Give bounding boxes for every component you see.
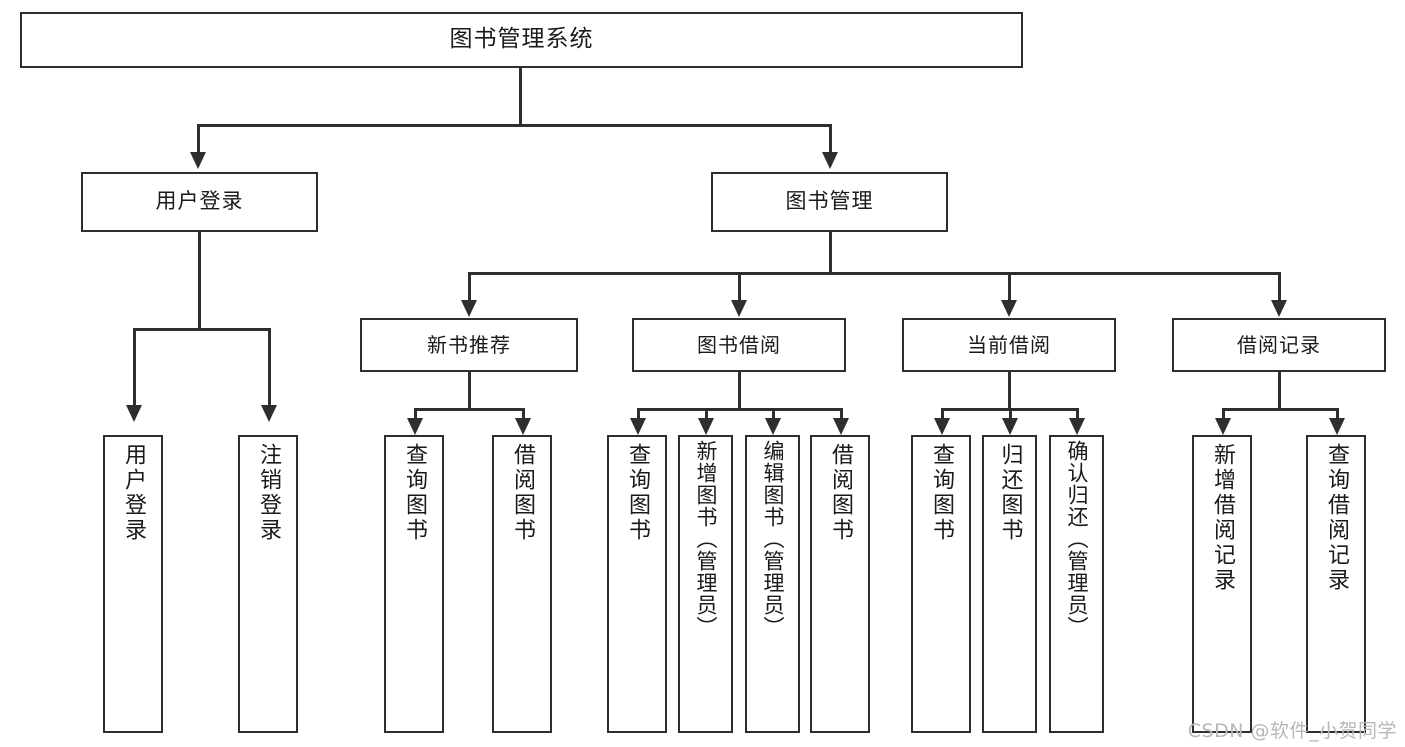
node-label: 用户登录 bbox=[121, 443, 146, 543]
arrowhead-root-to-book-management bbox=[822, 152, 838, 169]
node-label: 当前借阅 bbox=[967, 333, 1051, 357]
leaf-new-book-borrow[interactable]: 借阅图书 bbox=[492, 435, 552, 733]
connector-root-to-book-management bbox=[829, 124, 832, 155]
arrowhead-cb-to-leaf-1 bbox=[934, 418, 950, 435]
connector-user-login-to-leaf-1 bbox=[133, 328, 136, 408]
arrowhead-bb-to-leaf-2 bbox=[698, 418, 714, 435]
leaf-user-login-logout[interactable]: 注销登录 bbox=[238, 435, 298, 733]
node-label: 图书管理系统 bbox=[449, 26, 594, 53]
node-label: 用户登录 bbox=[155, 189, 244, 214]
connector-user-login-to-leaf-2 bbox=[268, 328, 271, 408]
connector-root-bus bbox=[197, 124, 832, 127]
connector-user-login-stem bbox=[198, 232, 201, 330]
node-label: 借阅记录 bbox=[1237, 333, 1321, 357]
connector-root-stem bbox=[519, 68, 522, 126]
leaf-current-borrow-query[interactable]: 查询图书 bbox=[911, 435, 971, 733]
connector-nbr-stem bbox=[468, 372, 471, 410]
node-label: 新书推荐 bbox=[427, 333, 511, 357]
connector-bb-to-leaf-1 bbox=[637, 408, 640, 422]
node-label: 新增图书（管理员） bbox=[694, 440, 718, 638]
watermark-text: CSDN @软件_小贺同学 bbox=[1187, 720, 1397, 742]
leaf-user-login-login[interactable]: 用户登录 bbox=[103, 435, 163, 733]
arrowhead-nbr-to-leaf-1 bbox=[407, 418, 423, 435]
arrowhead-cb-to-leaf-3 bbox=[1069, 418, 1085, 435]
connector-bb-to-leaf-3 bbox=[772, 408, 775, 422]
connector-nbr-bus bbox=[414, 408, 524, 411]
leaf-book-borrow-borrow[interactable]: 借阅图书 bbox=[810, 435, 870, 733]
leaf-book-borrow-add[interactable]: 新增图书（管理员） bbox=[678, 435, 733, 733]
connector-bm-to-borrow-record bbox=[1278, 272, 1281, 305]
arrowhead-bm-to-new-book bbox=[461, 300, 477, 317]
leaf-book-borrow-query[interactable]: 查询图书 bbox=[607, 435, 667, 733]
arrowhead-br-to-leaf-2 bbox=[1329, 418, 1345, 435]
connector-nbr-to-leaf-2 bbox=[522, 408, 525, 422]
connector-cb-to-leaf-1 bbox=[941, 408, 944, 422]
arrowhead-cb-to-leaf-2 bbox=[1002, 418, 1018, 435]
arrowhead-root-to-user-login bbox=[190, 152, 206, 169]
arrowhead-bm-to-current-borrow bbox=[1001, 300, 1017, 317]
node-label: 归还图书 bbox=[997, 443, 1023, 543]
connector-br-bus bbox=[1222, 408, 1338, 411]
connector-br-stem bbox=[1278, 372, 1281, 410]
connector-bm-to-book-borrow bbox=[738, 272, 741, 305]
node-user-login[interactable]: 用户登录 bbox=[81, 172, 318, 232]
connector-book-management-bus bbox=[468, 272, 1279, 275]
node-label: 编辑图书（管理员） bbox=[761, 440, 785, 638]
leaf-borrow-record-query[interactable]: 查询借阅记录 bbox=[1306, 435, 1366, 733]
leaf-borrow-record-add[interactable]: 新增借阅记录 bbox=[1192, 435, 1252, 733]
connector-bm-to-new-book bbox=[468, 272, 471, 305]
node-book-borrow[interactable]: 图书借阅 bbox=[632, 318, 846, 372]
connector-br-to-leaf-1 bbox=[1222, 408, 1225, 422]
connector-root-to-user-login bbox=[197, 124, 200, 155]
node-label: 查询借阅记录 bbox=[1324, 443, 1349, 593]
connector-bm-to-current-borrow bbox=[1008, 272, 1011, 305]
arrowhead-bm-to-borrow-record bbox=[1271, 300, 1287, 317]
connector-cb-stem bbox=[1008, 372, 1011, 410]
arrowhead-bb-to-leaf-3 bbox=[765, 418, 781, 435]
connector-bb-to-leaf-4 bbox=[840, 408, 843, 422]
node-label: 确认归还（管理员） bbox=[1065, 440, 1089, 638]
arrowhead-user-login-to-leaf-2 bbox=[261, 405, 277, 422]
leaf-current-borrow-confirm[interactable]: 确认归还（管理员） bbox=[1049, 435, 1104, 733]
arrowhead-nbr-to-leaf-2 bbox=[515, 418, 531, 435]
node-label: 查询图书 bbox=[402, 443, 427, 543]
node-new-book-recommend[interactable]: 新书推荐 bbox=[360, 318, 578, 372]
leaf-book-borrow-edit[interactable]: 编辑图书（管理员） bbox=[745, 435, 800, 733]
connector-br-to-leaf-2 bbox=[1336, 408, 1339, 422]
node-label: 借阅图书 bbox=[828, 443, 853, 543]
node-label: 图书管理 bbox=[785, 189, 874, 214]
arrowhead-user-login-to-leaf-1 bbox=[126, 405, 142, 422]
arrowhead-bb-to-leaf-1 bbox=[630, 418, 646, 435]
arrowhead-br-to-leaf-1 bbox=[1215, 418, 1231, 435]
node-label: 新增借阅记录 bbox=[1210, 443, 1235, 593]
connector-user-login-bus bbox=[133, 328, 270, 331]
node-label: 图书借阅 bbox=[697, 333, 781, 357]
node-label: 查询图书 bbox=[625, 443, 650, 543]
connector-bb-to-leaf-2 bbox=[705, 408, 708, 422]
node-label: 借阅图书 bbox=[510, 443, 535, 543]
connector-bb-bus bbox=[637, 408, 840, 411]
arrowhead-bm-to-book-borrow bbox=[731, 300, 747, 317]
arrowhead-bb-to-leaf-4 bbox=[833, 418, 849, 435]
node-current-borrow[interactable]: 当前借阅 bbox=[902, 318, 1116, 372]
leaf-current-borrow-return[interactable]: 归还图书 bbox=[982, 435, 1037, 733]
node-book-management[interactable]: 图书管理 bbox=[711, 172, 948, 232]
connector-cb-to-leaf-2 bbox=[1009, 408, 1012, 422]
node-borrow-record[interactable]: 借阅记录 bbox=[1172, 318, 1386, 372]
node-book-management-system[interactable]: 图书管理系统 bbox=[20, 12, 1023, 68]
node-label: 查询图书 bbox=[929, 443, 954, 543]
connector-bb-stem bbox=[738, 372, 741, 410]
leaf-new-book-query[interactable]: 查询图书 bbox=[384, 435, 444, 733]
connector-book-management-stem bbox=[829, 232, 832, 274]
node-label: 注销登录 bbox=[256, 443, 281, 543]
connector-nbr-to-leaf-1 bbox=[414, 408, 417, 422]
connector-cb-to-leaf-3 bbox=[1076, 408, 1079, 422]
